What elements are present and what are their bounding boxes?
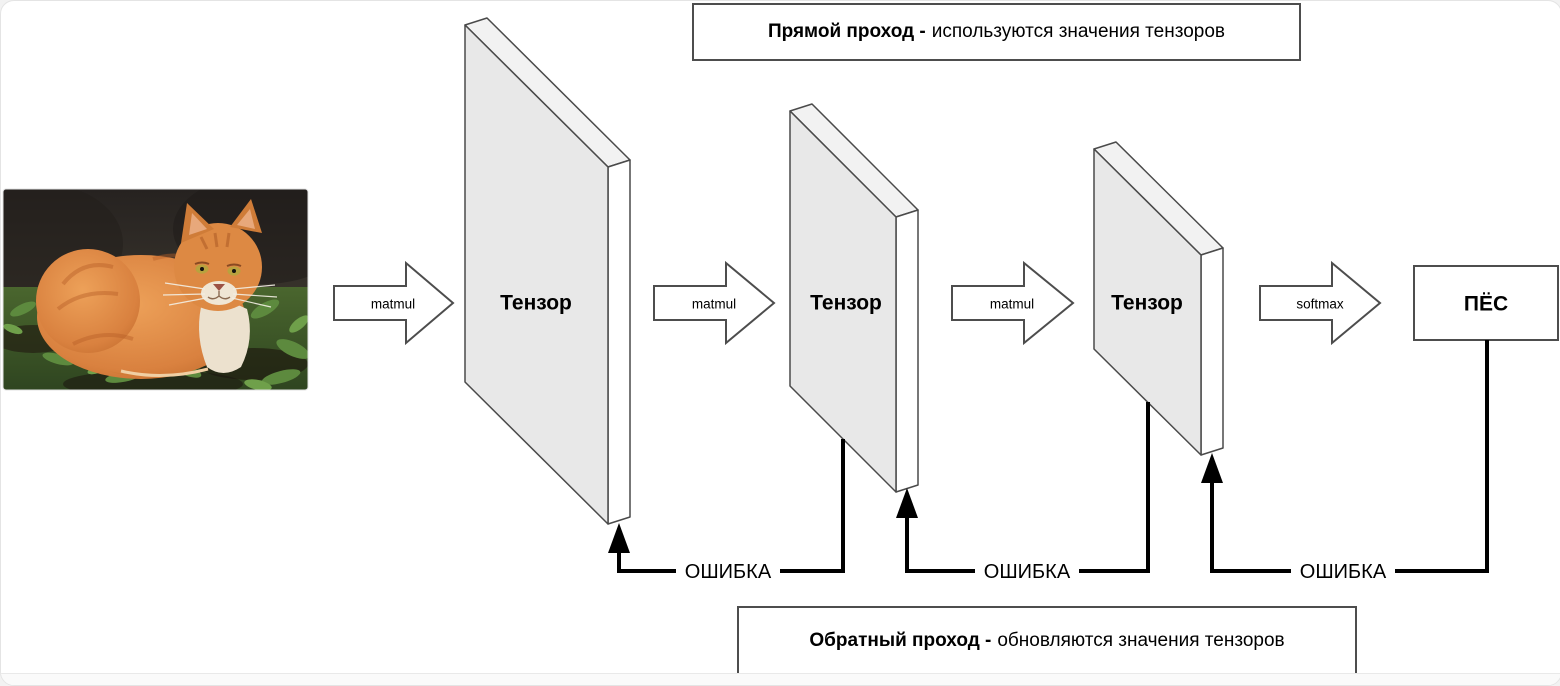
tensor-2-label: Тензор [810,292,882,315]
cat-photo [2,188,309,391]
error-label-1: ОШИБКА [685,561,772,583]
error-arrowhead-2 [896,488,918,518]
error-path-1: ОШИБКА [608,439,845,584]
forward-pass-banner: Прямой проход - используются значения те… [692,3,1301,61]
matmul-arrow-1-label: matmul [371,297,415,312]
tensor-3-label: Тензор [1111,292,1183,315]
cat-nose [213,284,225,291]
tensor-1-side-face [607,159,631,525]
matmul-arrow-3: matmul [951,260,1075,346]
tensor-1-front-face [464,24,609,525]
cat-eyes [194,261,242,276]
forward-pass-banner-text: используются значения тензоров [931,21,1226,42]
cat [36,199,278,379]
error-path-2: ОШИБКА [896,402,1150,584]
tensor-2: Тензор [789,103,919,493]
tensor-2-front-face [789,110,897,493]
tensor-2-side-face [895,209,919,493]
cat-head [174,223,262,311]
error-arrowhead-1 [608,523,630,553]
error-label-3: ОШИБКА [1300,561,1387,583]
backward-pass-banner-text: обновляются значения тензоров [997,629,1285,651]
error-arrowhead-3 [1201,453,1223,483]
cat-stripes [56,253,199,346]
error-path-3: ОШИБКА [1201,340,1489,584]
dog-label: ПЁС [1464,293,1508,316]
softmax-arrow-label: softmax [1296,297,1344,312]
window-edge-line [1,673,1560,674]
window-edge-area [1,674,1560,685]
dog-box: ПЁС [1413,265,1559,341]
backward-pass-banner: Обратный проход - обновляются значения т… [737,606,1357,675]
matmul-arrow-1: matmul [333,260,455,346]
tensor-3: Тензор [1093,141,1224,456]
tensor-3-side-face [1200,247,1224,456]
tensor-1-label: Тензор [500,292,572,315]
tensor-3-front-face [1093,148,1202,456]
softmax-arrow: softmax [1259,260,1382,346]
backward-pass-banner-bold: Обратный проход - [809,629,992,651]
cat-chest [199,302,250,373]
error-label-2: ОШИБКА [984,561,1071,583]
cat-whiskers [162,282,278,308]
tensor-1: Тензор [464,17,631,525]
matmul-arrow-2-label: matmul [692,297,736,312]
forward-pass-banner-bold: Прямой проход - [767,21,926,42]
matmul-arrow-3-label: matmul [990,297,1034,312]
photo-border [2,188,309,391]
matmul-arrow-2: matmul [653,260,776,346]
